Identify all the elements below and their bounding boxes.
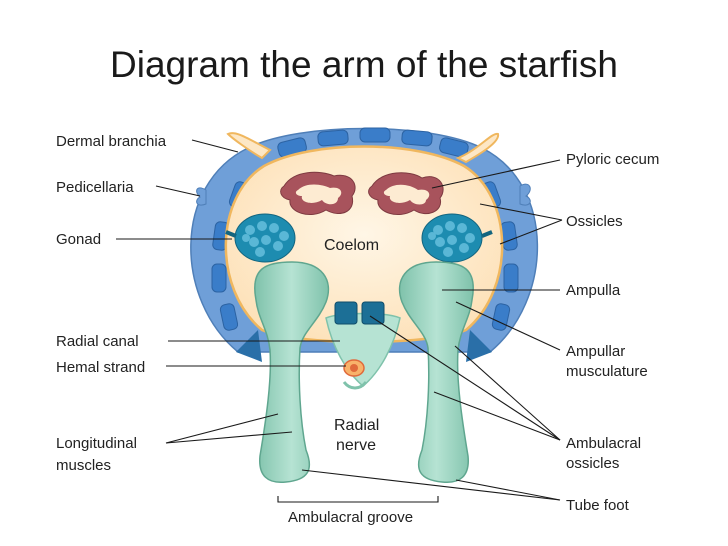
gonad-right-stalk [481, 230, 493, 238]
label-ambulacral-ossicles-line1: Ambulacral [566, 435, 641, 452]
ambulacral-muscle-left [236, 330, 262, 362]
label-dermal-branchia: Dermal branchia [56, 133, 167, 150]
label-hemal-strand: Hemal strand [56, 359, 145, 376]
dermal-branchia-left [226, 132, 272, 160]
label-gonad: Gonad [56, 231, 101, 248]
label-pedicellaria: Pedicellaria [56, 179, 134, 196]
label-radial-canal: Radial canal [56, 333, 139, 350]
label-ambulacral-ossicles-line2: ossicles [566, 455, 619, 472]
label-longitudinal-muscles-line2: muscles [56, 457, 111, 474]
gonad-right [421, 213, 483, 263]
tube-foot-right [398, 261, 474, 484]
pedicellaria-right [519, 183, 531, 206]
label-pyloric-cecum: Pyloric cecum [566, 151, 659, 168]
radial-nerve [342, 381, 368, 390]
label-radial-nerve-line2: nerve [336, 437, 376, 454]
label-tube-foot: Tube foot [566, 497, 630, 514]
label-longitudinal-muscles-line1: Longitudinal [56, 435, 137, 452]
ambulacral-ossicles [334, 301, 385, 325]
label-ampullar-musculature-line2: musculature [566, 363, 648, 380]
dermal-branchia-right [455, 132, 500, 164]
hemal-strand-core [350, 364, 358, 372]
tube-foot-left [254, 261, 330, 484]
ambulacral-muscle-right [466, 330, 492, 362]
label-ampullar-musculature-line1: Ampullar [566, 343, 625, 360]
gonad-left [234, 213, 296, 263]
pyloric-cecum-right-lumen [383, 184, 430, 205]
gonad-left-stalk [225, 230, 237, 238]
leader-lines [116, 139, 563, 501]
label-ossicles: Ossicles [566, 213, 623, 230]
label-ambulacral-groove: Ambulacral groove [288, 509, 413, 526]
ambulacral-groove-bracket [277, 496, 439, 503]
page-title: Diagram the arm of the starfish [110, 44, 618, 85]
label-coelom: Coelom [324, 237, 379, 254]
label-ampulla: Ampulla [566, 282, 621, 299]
pyloric-cecum-left-lumen [295, 184, 342, 205]
pedicellaria-left [196, 187, 207, 206]
label-radial-nerve-line1: Radial [334, 417, 379, 434]
